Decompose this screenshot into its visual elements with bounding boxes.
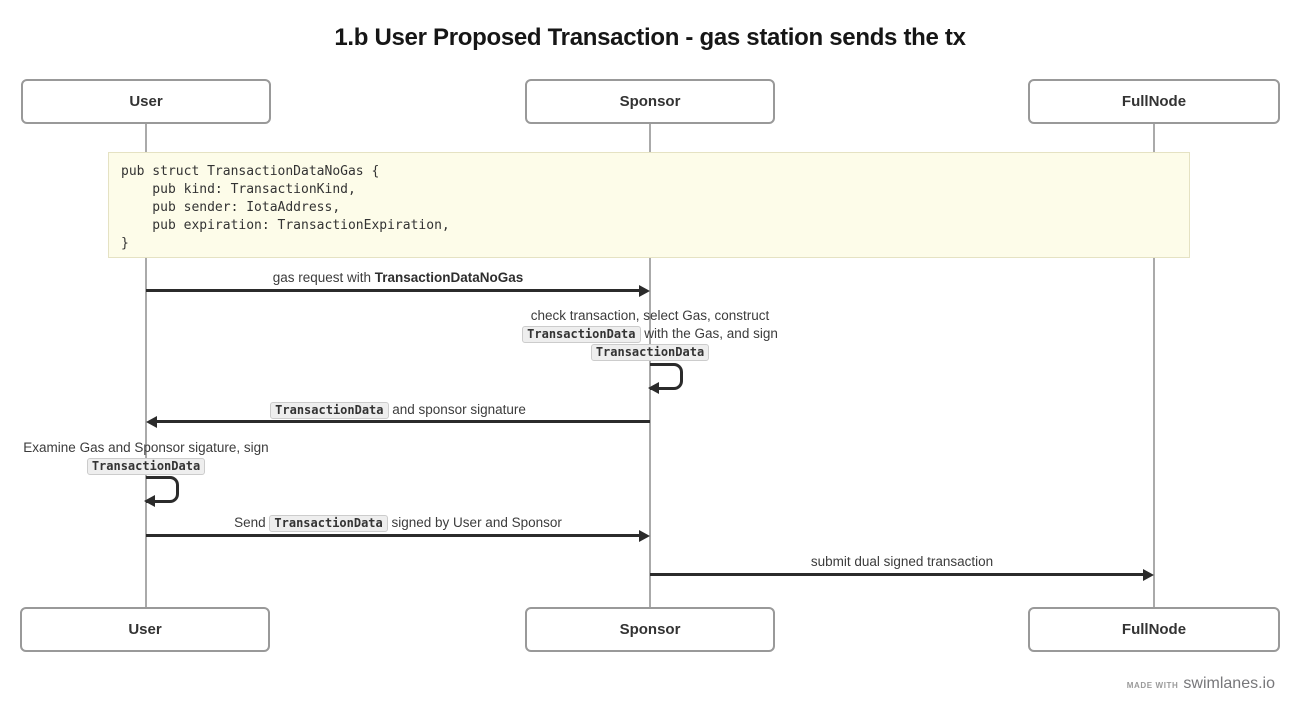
user-action-label: Examine Gas and Sponsor sigature, sign T… [0, 439, 292, 475]
sponsor-action-line-3: TransactionData [398, 343, 902, 361]
sponsor-action-line-2: TransactionData with the Gas, and sign [398, 325, 902, 343]
message-4-label: submit dual signed transaction [810, 554, 994, 569]
arrowhead-right-icon [639, 285, 650, 297]
code-chip: TransactionData [270, 402, 389, 419]
sponsor-action-line-2-text: with the Gas, and sign [640, 326, 778, 341]
actor-box-sponsor-bottom: Sponsor [525, 607, 775, 652]
arrowhead-right-icon [1143, 569, 1154, 581]
actor-box-fullnode-bottom: FullNode [1028, 607, 1280, 652]
message-4-arrow [650, 573, 1147, 576]
user-action-line-1: Examine Gas and Sponsor sigature, sign [23, 440, 269, 455]
message-1-bold-text: TransactionDataNoGas [374, 270, 524, 285]
code-chip: TransactionData [522, 326, 641, 343]
actor-box-sponsor-top: Sponsor [525, 79, 775, 124]
code-chip: TransactionData [86, 458, 206, 475]
actor-label-fullnode: FullNode [1121, 93, 1187, 110]
sponsor-action-label: check transaction, select Gas, construct… [398, 307, 902, 361]
sponsor-self-loop-arrow [650, 363, 683, 390]
arrowhead-left-icon [144, 495, 155, 507]
actor-box-user-top: User [21, 79, 271, 124]
actor-label-fullnode: FullNode [1121, 621, 1187, 638]
message-3-text-pre: Send [234, 515, 270, 530]
actor-label-sponsor: Sponsor [619, 621, 681, 638]
made-with-label: MADE WITH [1126, 681, 1179, 690]
lifeline-fullnode [1153, 124, 1155, 607]
code-chip: TransactionData [269, 515, 388, 532]
message-1-text: gas request with [272, 270, 375, 285]
message-1-label: gas request with TransactionDataNoGas [146, 269, 650, 287]
message-1-arrow [146, 289, 643, 292]
user-action-line-2: TransactionData [0, 457, 292, 475]
message-2-label: TransactionData and sponsor signature [146, 401, 650, 419]
message-3-arrow [146, 534, 643, 537]
footer-credit: MADE WITH swimlanes.io [1127, 675, 1275, 693]
actor-label-sponsor: Sponsor [619, 93, 681, 110]
note-box: pub struct TransactionDataNoGas { pub ki… [108, 152, 1190, 258]
arrowhead-left-icon [146, 416, 157, 428]
message-2-arrow [153, 420, 650, 423]
code-chip: TransactionData [590, 344, 710, 361]
arrowhead-left-icon [648, 382, 659, 394]
message-3-label: Send TransactionData signed by User and … [146, 514, 650, 532]
actor-box-fullnode-top: FullNode [1028, 79, 1280, 124]
actor-box-user-bottom: User [20, 607, 270, 652]
actor-label-user: User [129, 93, 163, 110]
diagram-title: 1.b User Proposed Transaction - gas stat… [334, 24, 966, 51]
message-2-text: and sponsor signature [388, 402, 526, 417]
user-self-loop-arrow [146, 476, 179, 503]
actor-label-user: User [128, 621, 162, 638]
lifeline-user [145, 124, 147, 607]
message-3-text-post: signed by User and Sponsor [387, 515, 562, 530]
arrowhead-right-icon [639, 530, 650, 542]
swimlanes-brand-link[interactable]: swimlanes.io [1183, 675, 1275, 692]
sponsor-action-line-1: check transaction, select Gas, construct [530, 308, 770, 323]
note-code-block: pub struct TransactionDataNoGas { pub ki… [121, 164, 450, 251]
